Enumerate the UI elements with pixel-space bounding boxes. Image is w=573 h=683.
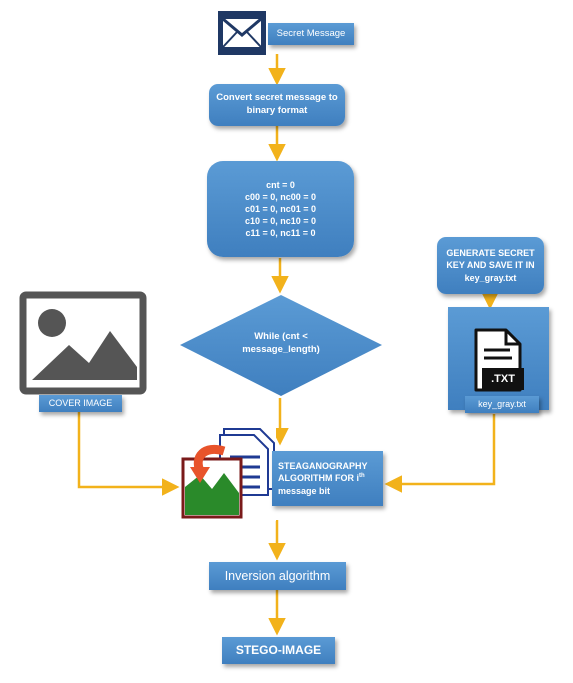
txt-file-icon [474, 328, 524, 392]
envelope-icon [218, 11, 266, 55]
inversion-algorithm-node: Inversion algorithm [209, 562, 346, 590]
cover-image-label: COVER IMAGE [48, 398, 113, 409]
steganography-algorithm-suffix: message bit [278, 485, 331, 496]
stego-image-node: STEGO-IMAGE [222, 637, 335, 664]
counter-init-node: cnt = 0 c00 = 0, nc00 = 0 c01 = 0, nc01 … [207, 161, 354, 257]
stego-image-label: STEGO-IMAGE [235, 643, 322, 658]
counter-line: c11 = 0, nc11 = 0 [245, 228, 316, 239]
counter-line: cnt = 0 [266, 179, 295, 190]
while-label: While (cnt < message_length) [242, 331, 320, 355]
steganography-algorithm-node: STEAGANOGRAPHY ALGORITHM FOR ith message… [272, 451, 383, 506]
arrow-key-to-algorithm [384, 414, 496, 493]
counter-line: c10 = 0, nc10 = 0 [244, 216, 317, 227]
while-decision-node [180, 295, 382, 396]
cover-image-node: COVER IMAGE [39, 395, 122, 412]
generate-key-label: GENERATE SECRET KEY AND SAVE IT IN key_g… [446, 248, 535, 283]
txt-icon-text: .TXT [491, 373, 515, 385]
counter-line: c00 = 0, nc00 = 0 [244, 191, 317, 202]
convert-binary-label: Convert secret message to binary format [216, 92, 338, 116]
key-file-label-box: key_gray.txt [465, 396, 539, 413]
image-placeholder-icon [19, 291, 147, 395]
key-file-label: key_gray.txt [478, 399, 526, 410]
inversion-algorithm-label: Inversion algorithm [224, 568, 331, 583]
steganography-algorithm-prefix: STEAGANOGRAPHY ALGORITHM FOR i [278, 461, 368, 484]
counter-line: c01 = 0, nc01 = 0 [244, 203, 317, 214]
steganography-icon [180, 427, 276, 521]
steganography-algorithm-sup: th [359, 473, 365, 480]
secret-message-label: Secret Message [276, 27, 346, 39]
convert-binary-node: Convert secret message to binary format [209, 84, 345, 126]
secret-message-node: Secret Message [268, 23, 354, 45]
generate-key-node: GENERATE SECRET KEY AND SAVE IT IN key_g… [437, 237, 544, 294]
arrow-cover-to-algorithm [77, 412, 180, 496]
steganography-algorithm-label: STEAGANOGRAPHY ALGORITHM FOR ith message… [278, 460, 377, 496]
